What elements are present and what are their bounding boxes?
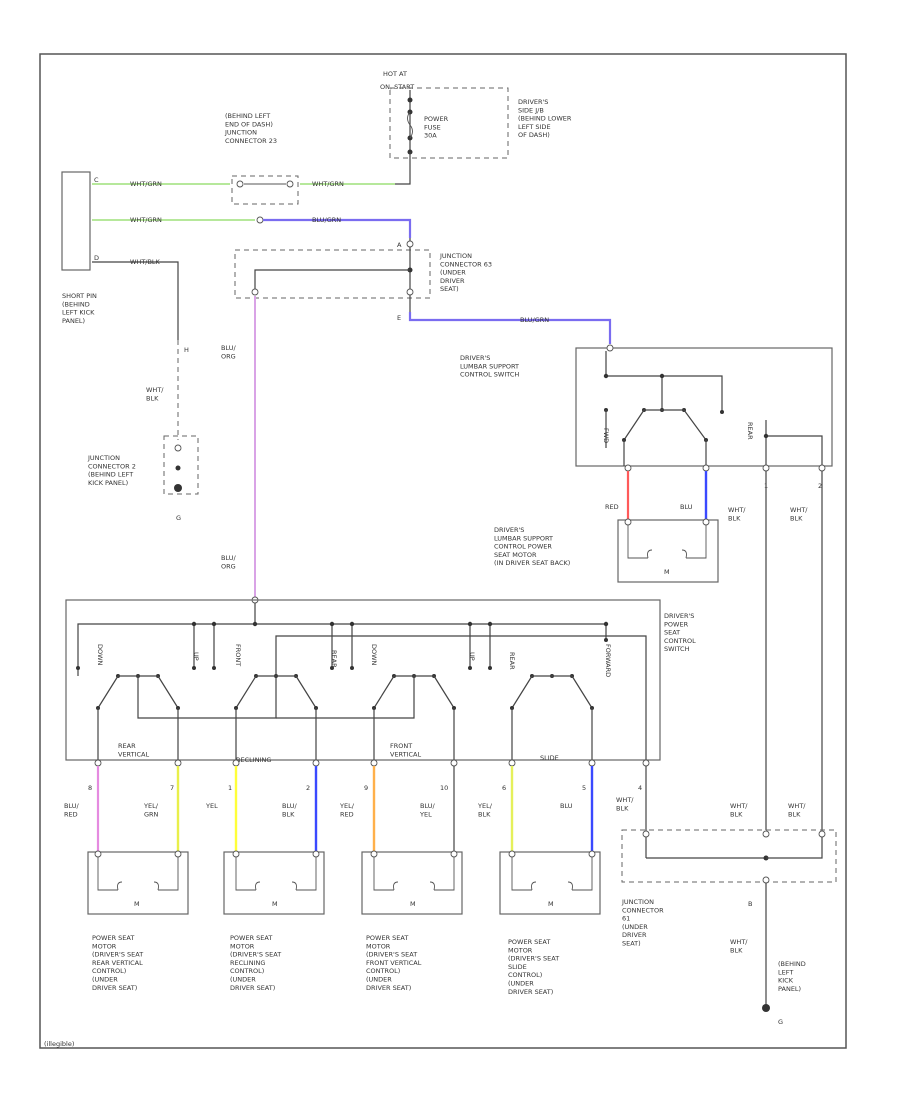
wire-label-blu-slide: BLU [560, 802, 573, 810]
sw-label-rear: REAR [746, 422, 754, 440]
pin-motor-3: 1 [228, 784, 232, 792]
pin-2-lumbar: 2 [818, 482, 822, 490]
pin-c: C [94, 176, 99, 184]
pin-g-bottom: G [778, 1018, 783, 1026]
jc63-dashed-box [234, 249, 431, 299]
jc23-dashed-box [231, 175, 299, 205]
sw-seat-down: DOWN [96, 644, 104, 666]
motor-rear-vertical: M [87, 850, 189, 915]
wire-label-wht-blk-5: WHT/BLK [616, 796, 634, 812]
pin-a: A [397, 241, 402, 249]
motor-front-symbol: M [410, 900, 416, 908]
wire-label-blu-org-2: BLU/ORG [221, 554, 237, 570]
wire-label-blu-grn-1: BLU/GRN [312, 216, 341, 224]
wire-label-wht-blk-4: WHT/BLK [790, 506, 808, 522]
pin-motor-4: 2 [306, 784, 310, 792]
sw-section-reclining: RECLINING [236, 756, 271, 764]
jc61-dashed-box [621, 829, 837, 883]
sw-seat-front: FRONT [234, 644, 242, 666]
ground-point [762, 1004, 770, 1012]
pin-motor-8: 5 [582, 784, 586, 792]
sw-seat-up: UP [192, 652, 200, 661]
motor-reclining: M [223, 850, 325, 915]
motor-front-vertical: M [361, 850, 463, 915]
motor-slide: M [499, 850, 601, 915]
pin-g: G [176, 514, 181, 522]
sw-seat-forward: FORWARD [604, 644, 612, 677]
wire-label-yel-red: YEL/RED [339, 802, 355, 818]
wire-label-blu: BLU [680, 503, 693, 511]
sw-label-fwd: FWD [602, 428, 610, 443]
wire-label-blu-grn-2: BLU/GRN [520, 316, 549, 324]
jb-dashed-box [389, 87, 509, 159]
wire-label-wht-blk-7: WHT/BLK [788, 802, 806, 818]
wire-label-wht-blk-1: WHT/BLK [130, 258, 161, 266]
seat-switch-box[interactable] [65, 599, 661, 761]
wire-label-blu-yel: BLU/YEL [419, 802, 436, 818]
sw-seat-rear3: REAR [508, 652, 516, 670]
sw-seat-rear: REAR [330, 650, 338, 668]
pin-motor-6: 10 [440, 784, 448, 792]
short-pin-block [61, 171, 91, 271]
wire-label-yel-blk: YEL/BLK [477, 802, 493, 818]
wire-label-blu-org-1: BLU/ORG [221, 344, 237, 360]
hot-at-label-2: ON, START [380, 83, 414, 91]
sw-section-slide: SLIDE [540, 754, 559, 762]
wire-label-blu-blk: BLU/BLK [282, 802, 298, 818]
pin-motor-5: 9 [364, 784, 368, 792]
wire-label-wht-grn-2: WHT/GRN [312, 180, 344, 188]
pin-h: H [184, 346, 189, 354]
wire-label-yel: YEL [205, 802, 218, 810]
motor-slide-symbol: M [548, 900, 554, 908]
wire-label-wht-blk-2: WHT/BLK [146, 386, 164, 402]
lumbar-motor-box [617, 519, 719, 583]
wire-blu-grn-top [263, 218, 412, 238]
wire-label-wht-blk-8: WHT/BLK [730, 938, 748, 954]
wire-label-wht-grn-1: WHT/GRN [130, 180, 162, 188]
lumbar-switch-box[interactable] [575, 347, 833, 467]
wire-label-red: RED [605, 503, 619, 511]
jc2-dashed-box [163, 435, 199, 495]
hot-at-label: HOT AT [383, 70, 407, 78]
sw-seat-down2: DOWN [370, 644, 378, 666]
wire-label-wht-blk-6: WHT/BLK [730, 802, 748, 818]
pin-b-ground: B [748, 900, 752, 908]
pin-motor-2: 7 [170, 784, 174, 792]
pin-e: E [397, 314, 401, 322]
wire-label-blu-red: BLU/RED [64, 802, 80, 818]
motor-reclining-symbol: M [272, 900, 278, 908]
pin-d: D [94, 254, 99, 262]
wire-label-yel-grn: YEL/GRN [143, 802, 159, 818]
diagram-id-code: (illegible) [44, 1040, 74, 1048]
lumbar-motor-symbol: M [664, 568, 670, 576]
sw-seat-up2: UP [468, 652, 476, 661]
diagram-frame [39, 53, 847, 1049]
pin-motor-9: 4 [638, 784, 642, 792]
wire-label-wht-blk-3: WHT/BLK [728, 506, 746, 522]
wire-blu-grn-lumbar [408, 312, 612, 344]
motor-rear-symbol: M [134, 900, 140, 908]
pin-motor-7: 6 [502, 784, 506, 792]
wire-label-wht-grn-3: WHT/GRN [130, 216, 162, 224]
pin-motor-1: 8 [88, 784, 92, 792]
